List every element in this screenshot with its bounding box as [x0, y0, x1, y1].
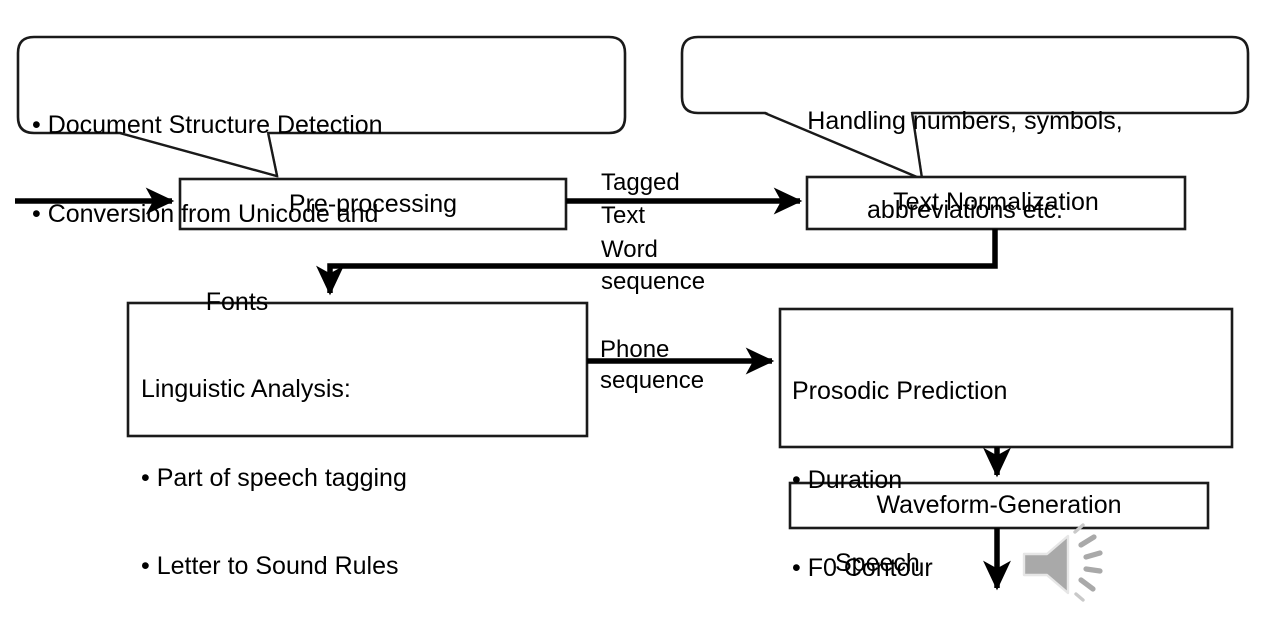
linguistic-analysis-title: Linguistic Analysis:	[141, 375, 351, 403]
callout-line-1: Handling numbers, symbols,	[807, 107, 1123, 135]
callout-line-1: • Document Structure Detection	[32, 111, 383, 139]
callout-line-3: Fonts	[205, 288, 269, 316]
linguistic-analysis-box-text[interactable]: Linguistic Analysis: • Part of speech ta…	[141, 316, 581, 620]
edge-label-sequence: sequence	[601, 268, 706, 295]
text-normalization-box-label[interactable]: Text Normalization	[893, 188, 1099, 216]
edge-label-phone: Phone	[600, 336, 670, 363]
edge-label-phone-sequence: sequence	[600, 367, 705, 394]
prosodic-prediction-box-text[interactable]: Prosodic Prediction • Duration • F0 Cont…	[792, 318, 1222, 620]
edge-label-tagged: Tagged	[601, 169, 680, 196]
prosodic-prediction-item-2: • F0 Contour	[792, 554, 933, 582]
callout-line-2: abbreviations etc.	[867, 195, 1063, 224]
waveform-generation-box-label[interactable]: Waveform-Generation	[876, 491, 1122, 519]
prosodic-prediction-item-1: • Duration	[792, 465, 903, 494]
preprocessing-box-label[interactable]: Pre-processing	[288, 190, 458, 218]
edge-label-text: Text	[601, 202, 646, 229]
edge-label-word: Word	[601, 236, 658, 263]
linguistic-analysis-item-2: • Letter to Sound Rules	[141, 552, 399, 580]
edge-label-speech: Speech	[835, 549, 920, 577]
callout-line-2: • Conversion from Unicode and	[32, 199, 379, 228]
prosodic-prediction-title: Prosodic Prediction	[792, 377, 1008, 405]
linguistic-analysis-item-1: • Part of speech tagging	[141, 463, 407, 492]
preprocessing-callout-text: • Document Structure Detection • Convers…	[32, 52, 612, 377]
normalization-callout-text: Handling numbers, symbols, abbreviations…	[692, 48, 1238, 284]
